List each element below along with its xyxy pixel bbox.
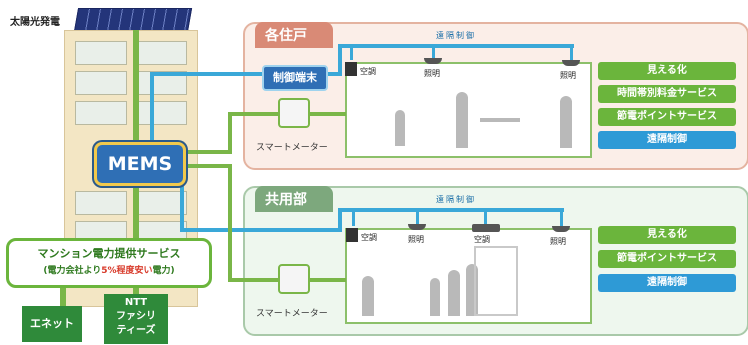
power-line bbox=[308, 278, 346, 282]
control-pipe bbox=[150, 72, 154, 142]
mansion-power-service-box: マンション電力提供サービス (電力会社より5%程度安い電力) bbox=[6, 238, 212, 288]
meter-label: スマートメーター bbox=[256, 309, 328, 319]
service-power-saving-points: 節電ポイントサービス bbox=[598, 250, 736, 268]
control-pipe bbox=[324, 72, 342, 76]
device-label: 空調 bbox=[474, 235, 490, 244]
power-line bbox=[228, 112, 232, 154]
ceiling-light-icon bbox=[562, 60, 580, 66]
ceiling-light-icon bbox=[408, 224, 426, 230]
person-icon bbox=[395, 110, 405, 146]
private-units-tab: 各住戸 bbox=[255, 22, 333, 48]
mansion-service-subtitle: (電力会社より5%程度安い電力) bbox=[43, 266, 175, 276]
control-pipe bbox=[432, 44, 435, 58]
control-pipe bbox=[352, 208, 355, 226]
service-remote-control: 遠隔制御 bbox=[598, 274, 736, 292]
control-pipe bbox=[560, 208, 563, 226]
elevator-icon bbox=[474, 246, 518, 316]
private-room bbox=[345, 62, 592, 158]
service-visualization: 見える化 bbox=[598, 62, 736, 80]
person-icon bbox=[560, 96, 572, 148]
power-line bbox=[60, 282, 66, 306]
person-icon bbox=[448, 270, 460, 316]
power-line bbox=[133, 30, 139, 142]
common-area-tab: 共用部 bbox=[255, 186, 333, 212]
smart-meter-icon bbox=[278, 264, 310, 294]
ceiling-light-icon bbox=[552, 226, 570, 232]
power-line bbox=[228, 164, 232, 280]
meter-label: スマートメーター bbox=[256, 143, 328, 153]
service-visualization: 見える化 bbox=[598, 226, 736, 244]
control-pipe bbox=[180, 174, 184, 232]
power-line bbox=[228, 112, 278, 116]
solar-label: 太陽光発電 bbox=[10, 17, 60, 28]
air-conditioner-icon bbox=[346, 228, 358, 242]
air-conditioner-icon bbox=[345, 62, 357, 76]
solar-panel-icon bbox=[73, 8, 193, 32]
control-pipe bbox=[338, 208, 564, 212]
control-pipe bbox=[350, 44, 353, 60]
control-pipe bbox=[180, 228, 340, 232]
power-line bbox=[180, 164, 230, 168]
service-remote-control: 遠隔制御 bbox=[598, 131, 736, 149]
device-label: 照明 bbox=[408, 235, 424, 244]
air-conditioner-icon bbox=[472, 224, 500, 232]
remote-control-label: 遠隔制御 bbox=[436, 31, 476, 40]
control-pipe bbox=[338, 208, 342, 232]
power-line bbox=[228, 278, 278, 282]
company-ntt-facilities: NTT ファシリ ティーズ bbox=[104, 294, 168, 344]
control-pipe bbox=[484, 208, 487, 224]
device-label: 照明 bbox=[424, 69, 440, 78]
control-pipe bbox=[416, 208, 419, 224]
device-label: 照明 bbox=[560, 71, 576, 80]
person-icon bbox=[456, 92, 468, 148]
control-terminal: 制御端末 bbox=[262, 65, 328, 91]
service-time-of-use: 時間帯別料金サービス bbox=[598, 85, 736, 103]
ceiling-light-icon bbox=[424, 58, 442, 64]
remote-control-label: 遠隔制御 bbox=[436, 195, 476, 204]
power-line bbox=[180, 150, 230, 154]
control-pipe bbox=[150, 72, 262, 76]
device-label: 空調 bbox=[361, 233, 377, 242]
person-icon bbox=[430, 278, 440, 316]
control-pipe bbox=[570, 44, 573, 60]
mansion-service-title: マンション電力提供サービス bbox=[37, 247, 181, 260]
table-icon bbox=[480, 118, 520, 122]
power-line bbox=[133, 186, 139, 238]
device-label: 空調 bbox=[360, 67, 376, 76]
device-label: 照明 bbox=[550, 237, 566, 246]
control-pipe bbox=[338, 44, 342, 76]
power-line bbox=[308, 112, 346, 116]
service-power-saving-points: 節電ポイントサービス bbox=[598, 108, 736, 126]
company-ennet: エネット bbox=[22, 306, 82, 342]
control-pipe bbox=[338, 44, 574, 48]
mems-box: MEMS bbox=[94, 142, 186, 186]
person-icon bbox=[362, 276, 374, 316]
smart-meter-icon bbox=[278, 98, 310, 128]
